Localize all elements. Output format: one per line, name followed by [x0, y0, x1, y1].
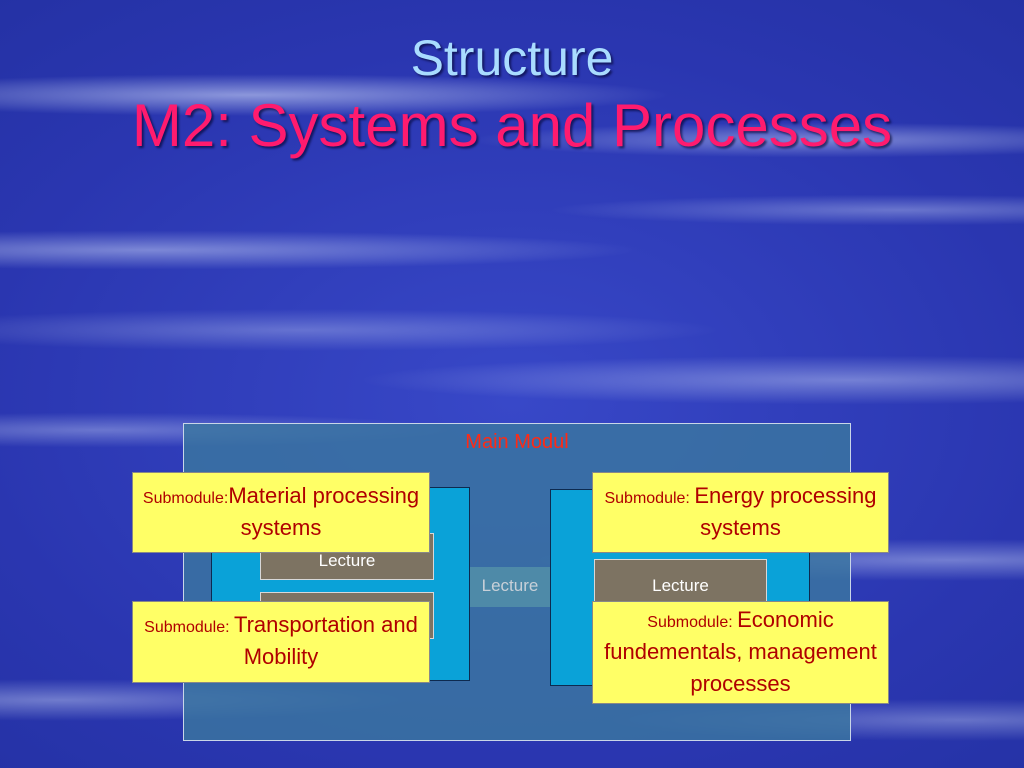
submodule-prefix: Submodule: [604, 489, 695, 507]
center-lecture: Lecture [470, 567, 550, 607]
title-structure: Structure [410, 30, 614, 86]
submodule-material: Submodule:Material processing systems [132, 472, 430, 553]
submodule-prefix: Submodule: [144, 619, 234, 636]
submodule-name: Energy processing systems [694, 482, 877, 540]
submodule-energy: Submodule: Energy processing systems [592, 472, 889, 553]
right-lecture-label: Lecture [652, 576, 709, 595]
title-module: M2: Systems and Processes [131, 92, 893, 159]
submodule-name: Transportation and Mobility [233, 612, 418, 669]
submodule-prefix: Submodule: [647, 613, 738, 631]
submodule-prefix: Submodule: [142, 489, 229, 507]
submodule-name: Material processing systems [228, 482, 420, 540]
main-module-label: Main Modul [465, 431, 569, 453]
submodule-name: Economic fundementals, management proces… [604, 606, 877, 696]
submodule-transportation: Submodule: Transportation and Mobility [132, 601, 430, 683]
right-lecture-box: Lecture [594, 559, 767, 606]
submodule-economic: Submodule: Economic fundementals, manage… [592, 601, 889, 704]
left-lecture-label: Lecture [318, 551, 376, 570]
slide-title: Structure M2: Systems and Processes [0, 28, 1024, 162]
